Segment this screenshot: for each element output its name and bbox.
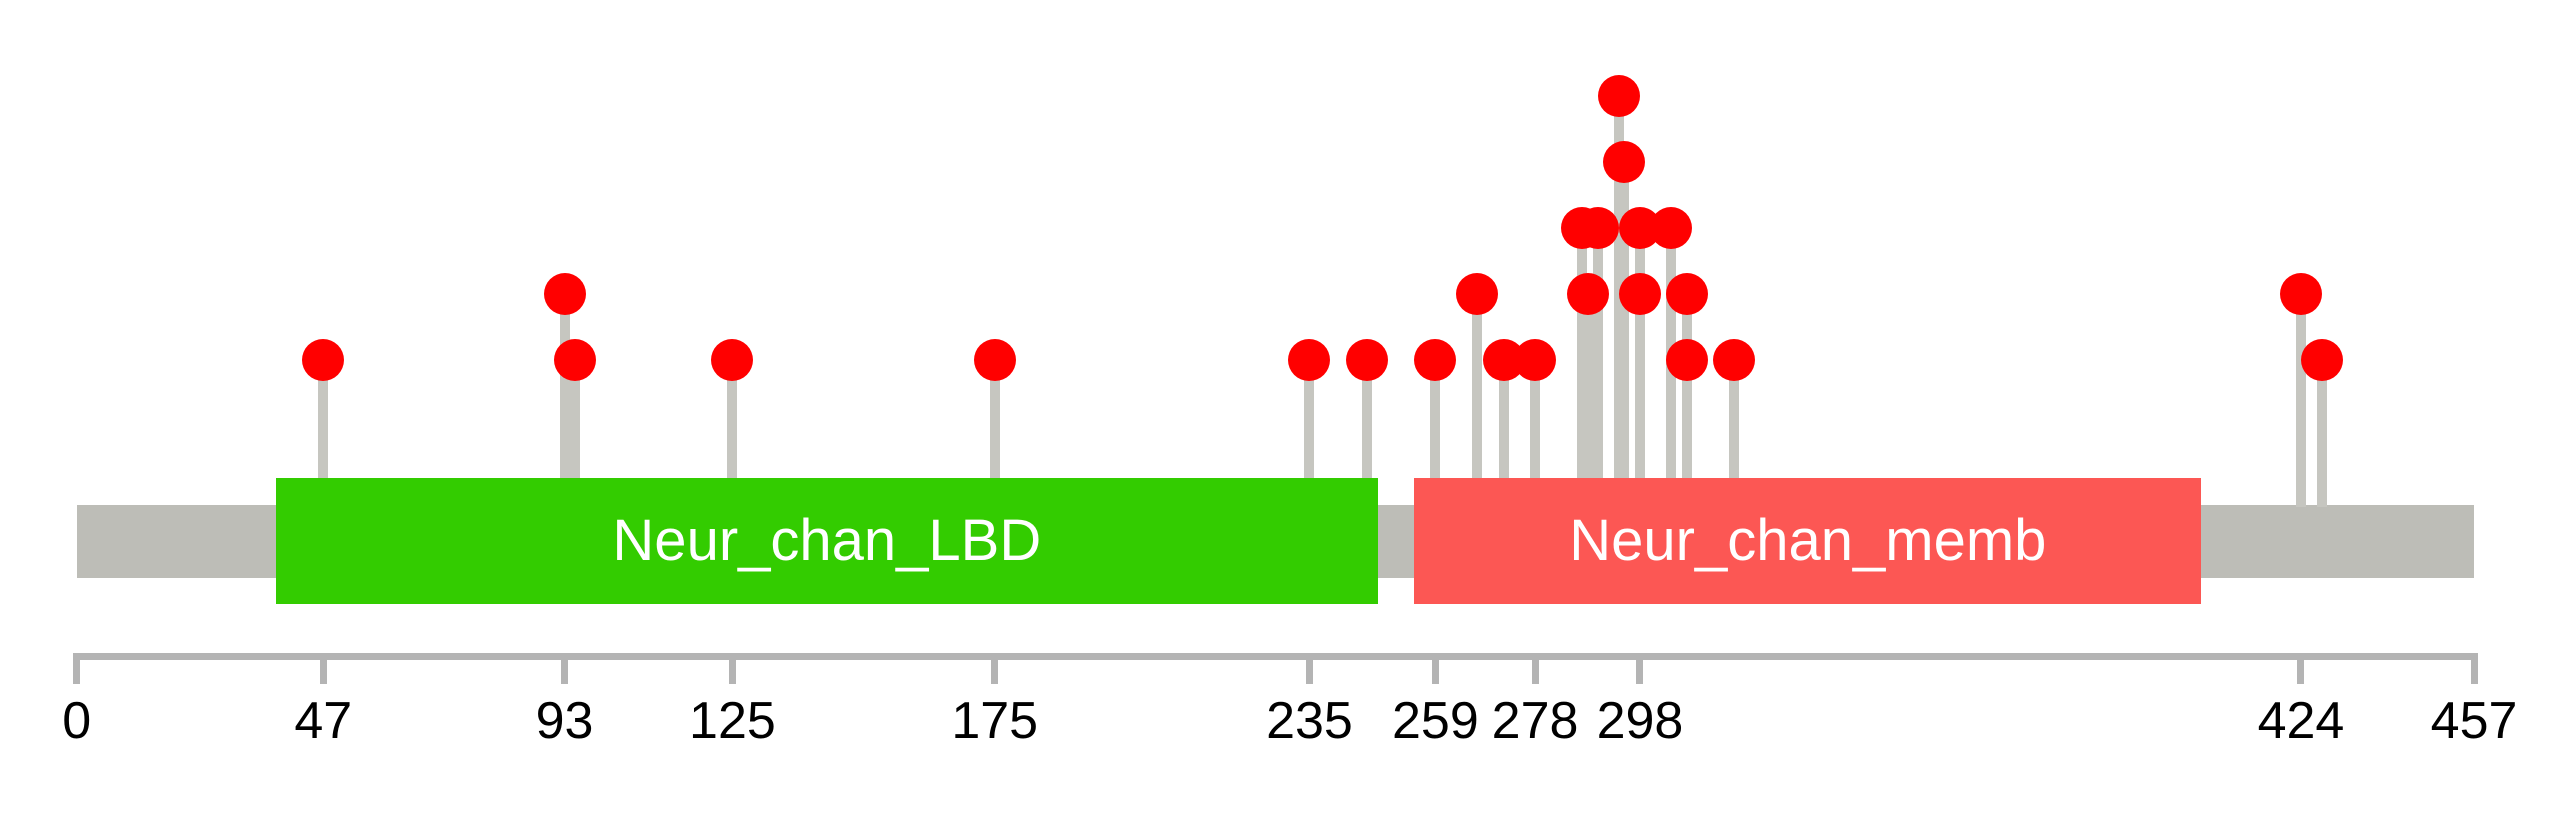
axis-tick: [2470, 660, 2478, 684]
mutation-marker: [1713, 339, 1756, 381]
lollipop-stick: [1530, 360, 1541, 507]
domain-box: [276, 478, 1378, 604]
lollipop-stick: [1582, 294, 1593, 507]
axis-tick: [1636, 660, 1644, 684]
lollipop-stick: [1498, 360, 1509, 507]
lollipop-stick: [570, 360, 581, 507]
mutation-marker: [1597, 75, 1640, 117]
mutation-marker: [2279, 273, 2322, 315]
mutation-marker: [1603, 141, 1646, 183]
axis-tick: [1431, 660, 1439, 684]
axis-tick: [991, 660, 999, 684]
mutation-marker: [554, 339, 597, 381]
lollipop-stick: [1362, 360, 1373, 507]
lollipop-stick: [1634, 228, 1645, 507]
mutation-marker: [711, 339, 754, 381]
axis-tick-label: 47: [294, 692, 353, 750]
axis-tick-label: 259: [1391, 692, 1479, 750]
axis-tick: [561, 660, 569, 684]
axis-tick-label: 235: [1266, 692, 1353, 750]
axis-tick-label: 0: [62, 692, 92, 750]
mutation-marker: [1566, 273, 1609, 315]
lollipop-stick: [727, 360, 738, 507]
lollipop-stick: [1682, 294, 1693, 507]
domain-label: Neur_chan_LBD: [612, 508, 1042, 573]
lollipop-stick: [1577, 228, 1588, 507]
mutation-marker: [1456, 273, 1499, 315]
axis-tick: [2297, 660, 2305, 684]
axis-tick-label: 93: [535, 692, 594, 750]
axis-tick-label: 125: [689, 692, 776, 750]
lollipop-stick: [989, 360, 1000, 507]
axis-tick: [1531, 660, 1539, 684]
axis-tick-label: 424: [2257, 692, 2345, 750]
mutation-marker: [543, 273, 586, 315]
mutation-marker: [1666, 339, 1709, 381]
mutation-marker: [1346, 339, 1389, 381]
axis-tick: [728, 660, 736, 684]
mutation-marker: [1414, 339, 1457, 381]
lollipop-stick: [559, 294, 570, 507]
domain-box: [1414, 478, 2202, 604]
lollipop-stick: [1729, 360, 1740, 507]
mutation-marker: [1650, 207, 1693, 249]
mutation-marker: [2300, 339, 2343, 381]
domain-label: Neur_chan_memb: [1569, 508, 2047, 573]
lollipop-stick: [1304, 360, 1315, 507]
lollipop-stick: [1613, 96, 1624, 507]
x-axis-line: [73, 653, 2478, 660]
lollipop-stick: [1593, 228, 1603, 507]
axis-tick: [73, 660, 81, 684]
mutation-marker: [302, 339, 345, 381]
mutation-marker: [1514, 339, 1557, 381]
axis-tick-label: 457: [2430, 692, 2518, 750]
mutation-marker: [1666, 273, 1709, 315]
lollipop-stick: [1619, 162, 1630, 507]
mutation-marker: [1288, 339, 1331, 381]
mutation-marker: [1618, 273, 1661, 315]
lollipop-stick: [2316, 360, 2327, 507]
lollipop-stick: [318, 360, 329, 507]
lollipop-stick: [2295, 294, 2306, 507]
lollipop-stick: [1430, 360, 1441, 507]
axis-tick-label: 298: [1596, 692, 1684, 750]
axis-tick: [319, 660, 327, 684]
axis-tick: [1305, 660, 1313, 684]
mutation-marker: [973, 339, 1016, 381]
mutation-marker: [1577, 207, 1619, 249]
axis-tick-label: 278: [1491, 692, 1579, 750]
axis-tick-label: 175: [951, 692, 1039, 750]
lollipop-stick: [1472, 294, 1483, 507]
